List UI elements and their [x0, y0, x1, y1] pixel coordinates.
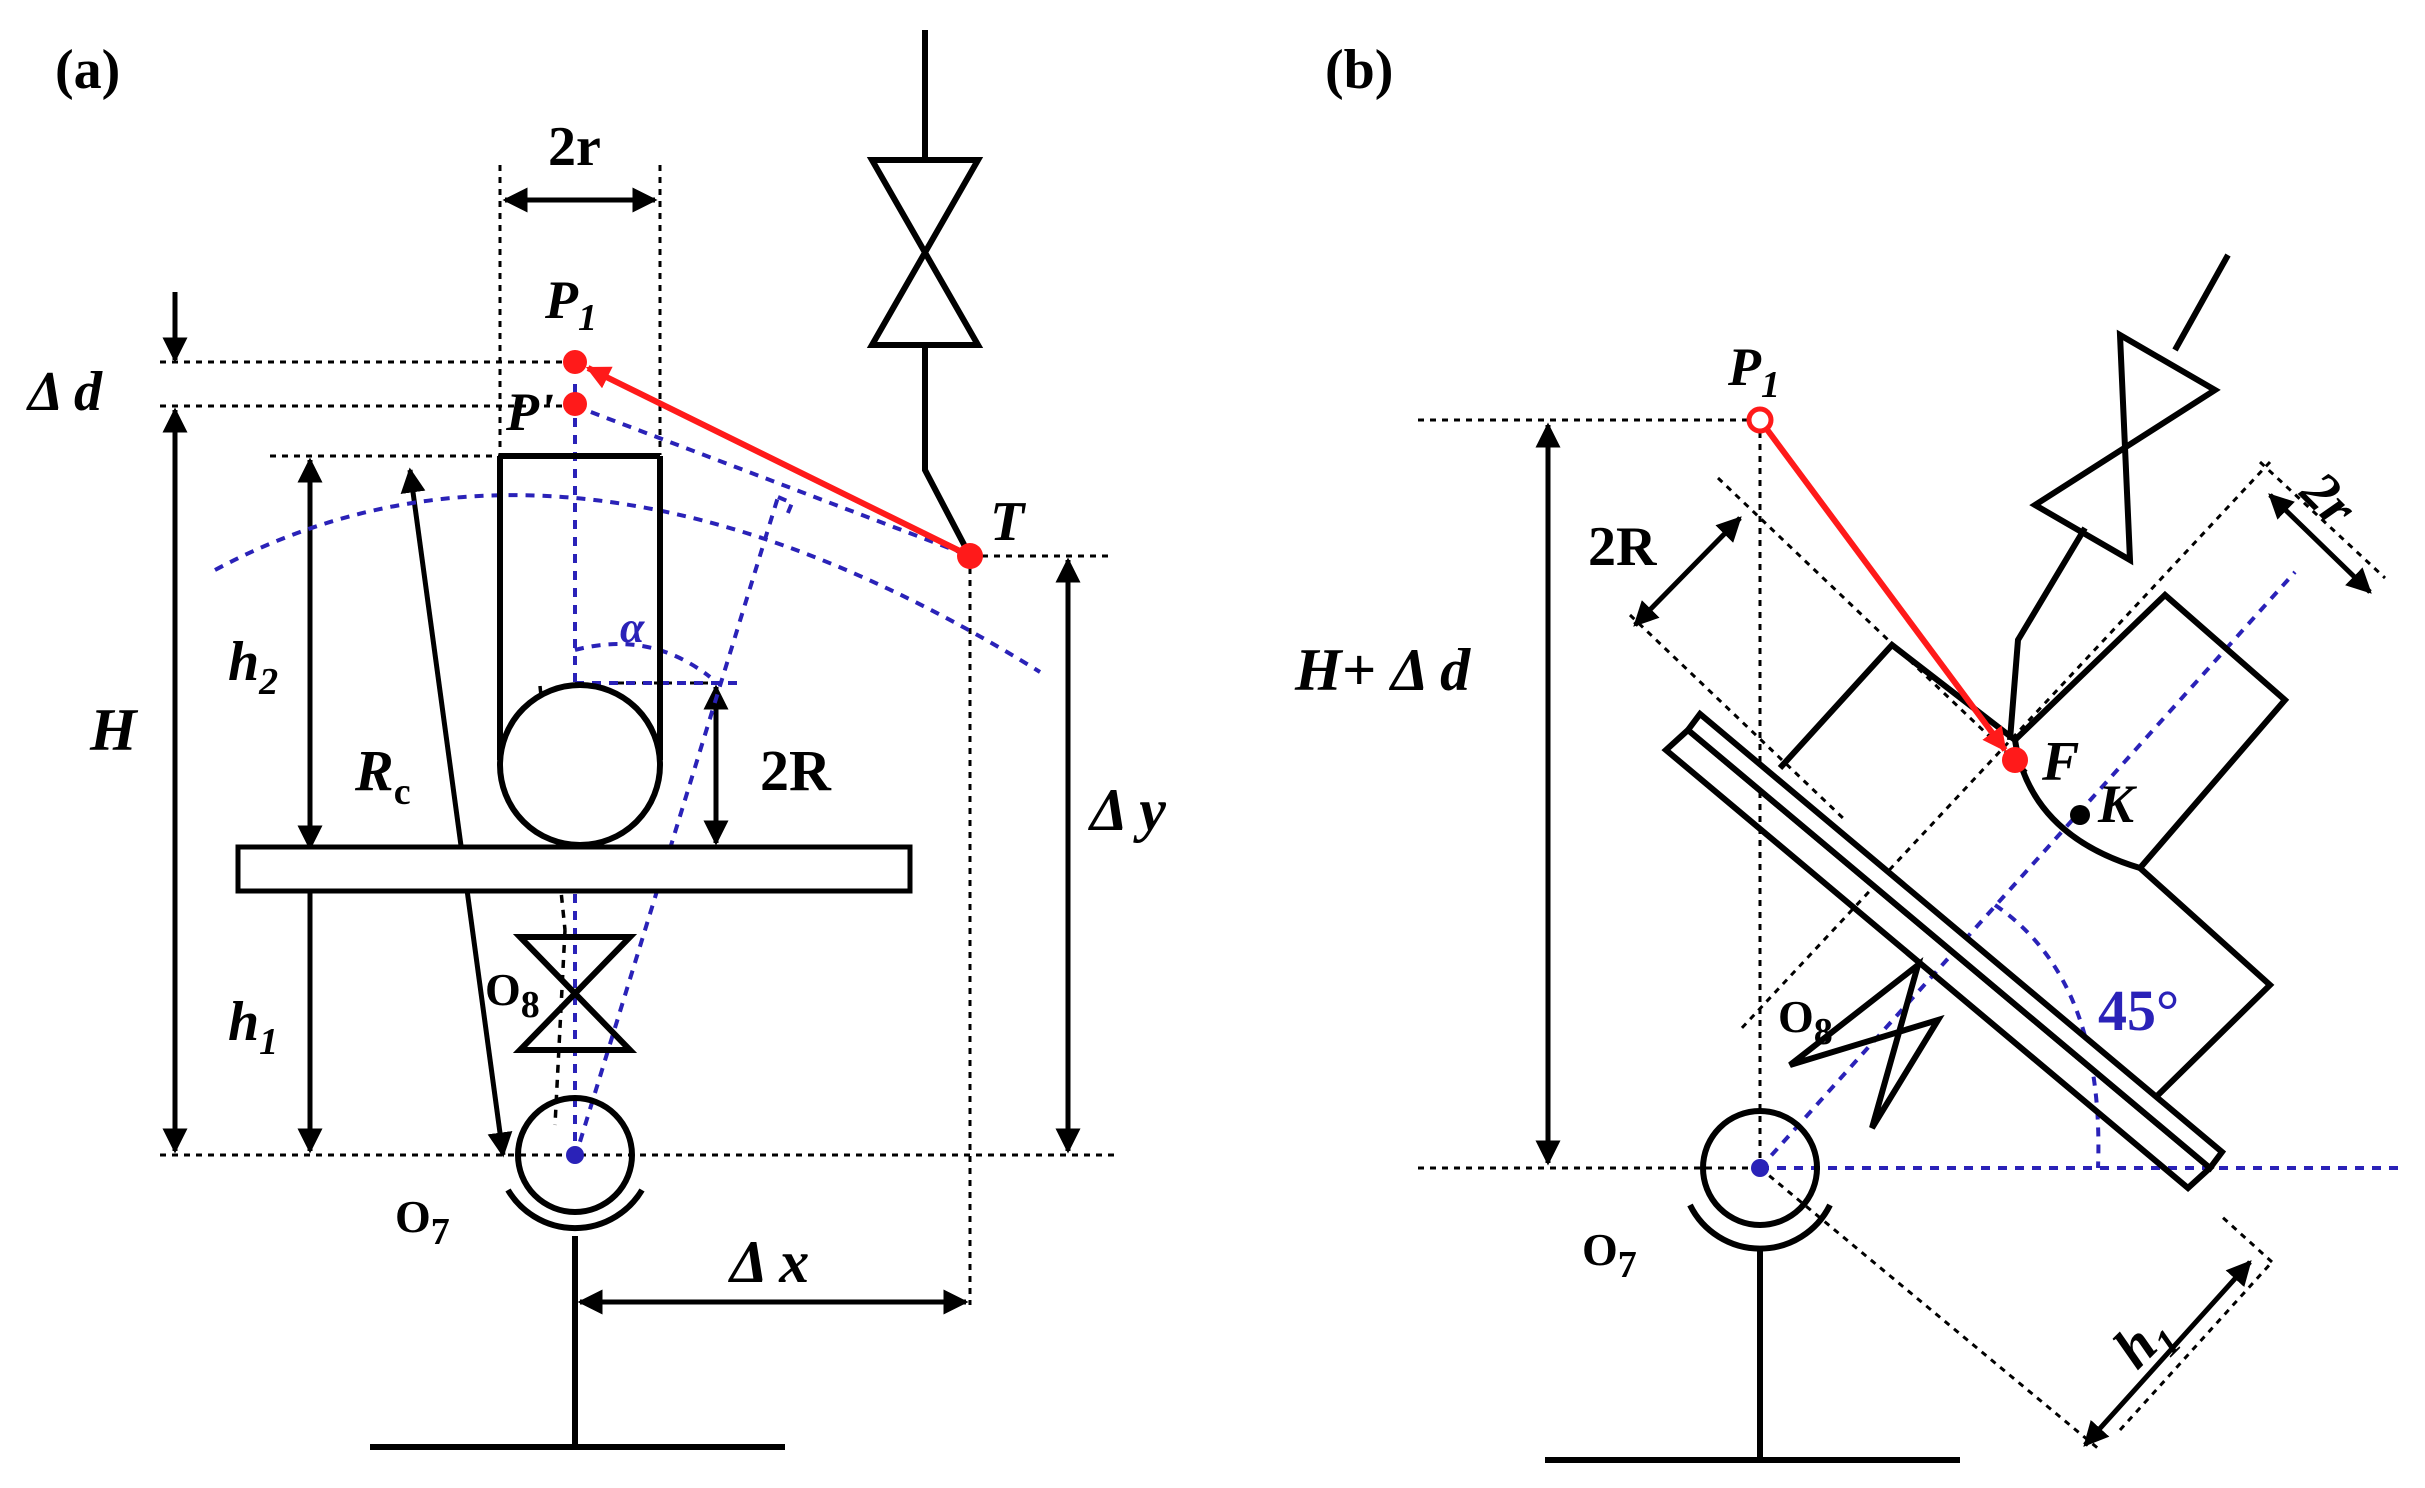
label-p1-b: P1	[1727, 337, 1780, 406]
point-p-prime	[563, 392, 587, 416]
panel-a-upper-arm	[866, 30, 984, 558]
label-f: F	[2041, 731, 2079, 793]
label-angle-45: 45°	[2098, 978, 2179, 1043]
point-k	[2070, 805, 2090, 825]
finger-left-b	[1777, 640, 2017, 771]
point-t	[957, 543, 983, 569]
label-two-big-r: 2R	[760, 738, 832, 803]
joint-o7	[515, 1095, 635, 1215]
panel-b: (b)	[1294, 39, 2400, 1463]
h1-arrow-b	[2083, 1260, 2252, 1447]
panel-b-tag: (b)	[1325, 39, 1393, 101]
label-h1-b: h1	[2100, 1298, 2189, 1387]
panel-b-upper-arm	[2007, 253, 2231, 741]
point-p1-b	[1746, 406, 1774, 434]
panel-a-base	[370, 1095, 785, 1450]
rc-arrow	[400, 467, 513, 1158]
panel-b-joint-o8	[1788, 956, 1945, 1130]
label-h-plus-dd: H+ Δ d	[1294, 637, 1471, 703]
label-p1: P1	[544, 270, 597, 339]
label-o8-b: O8	[1778, 991, 1833, 1053]
label-two-big-r-b: 2R	[1588, 516, 1657, 578]
panel-a-table	[235, 844, 913, 894]
panel-a-reference-lines	[160, 165, 1115, 1305]
label-delta-x: Δ x	[728, 1229, 809, 1295]
label-h1: h1	[228, 991, 278, 1063]
label-o7-b: O7	[1582, 1224, 1637, 1286]
panel-b-construction	[1758, 570, 2400, 1170]
label-alpha: α	[620, 603, 645, 652]
label-rc: Rc	[354, 738, 411, 813]
label-k: K	[2097, 774, 2138, 834]
angle-45-arc	[1993, 903, 2101, 1169]
ball	[497, 682, 663, 848]
two-big-r-arrow-b	[1633, 516, 1742, 627]
alpha-arc	[574, 642, 712, 679]
panel-a-dimension-arrows	[162, 187, 1081, 1315]
panel-a-joint-o8	[512, 934, 638, 1053]
label-two-r: 2r	[548, 116, 601, 178]
panel-b-base	[1545, 1108, 1960, 1463]
point-p1	[563, 350, 587, 374]
joint-o7-b	[1700, 1108, 1820, 1228]
point-f	[2002, 747, 2028, 773]
label-delta-d: Δ d	[26, 361, 103, 423]
finger-right-b	[2012, 590, 2290, 870]
panel-b-reference-lines	[1418, 418, 2387, 1452]
panel-a-tag: (a)	[55, 39, 120, 101]
label-h2: h2	[228, 631, 278, 703]
label-h: H	[89, 697, 139, 763]
label-o7: O7	[395, 1191, 450, 1253]
panel-b-dimension-arrows	[1535, 422, 2372, 1447]
panel-b-trajectory	[1757, 418, 2008, 752]
panel-a: (a)	[26, 30, 1166, 1450]
label-delta-y: Δ y	[1088, 777, 1166, 843]
panel-a-trajectory	[585, 365, 972, 559]
label-o8: O8	[485, 964, 540, 1026]
two-r-arrow-b	[2268, 493, 2372, 594]
label-p-prime: P'	[505, 382, 554, 442]
label-t: T	[990, 491, 1027, 553]
rc-arc	[214, 493, 1042, 674]
